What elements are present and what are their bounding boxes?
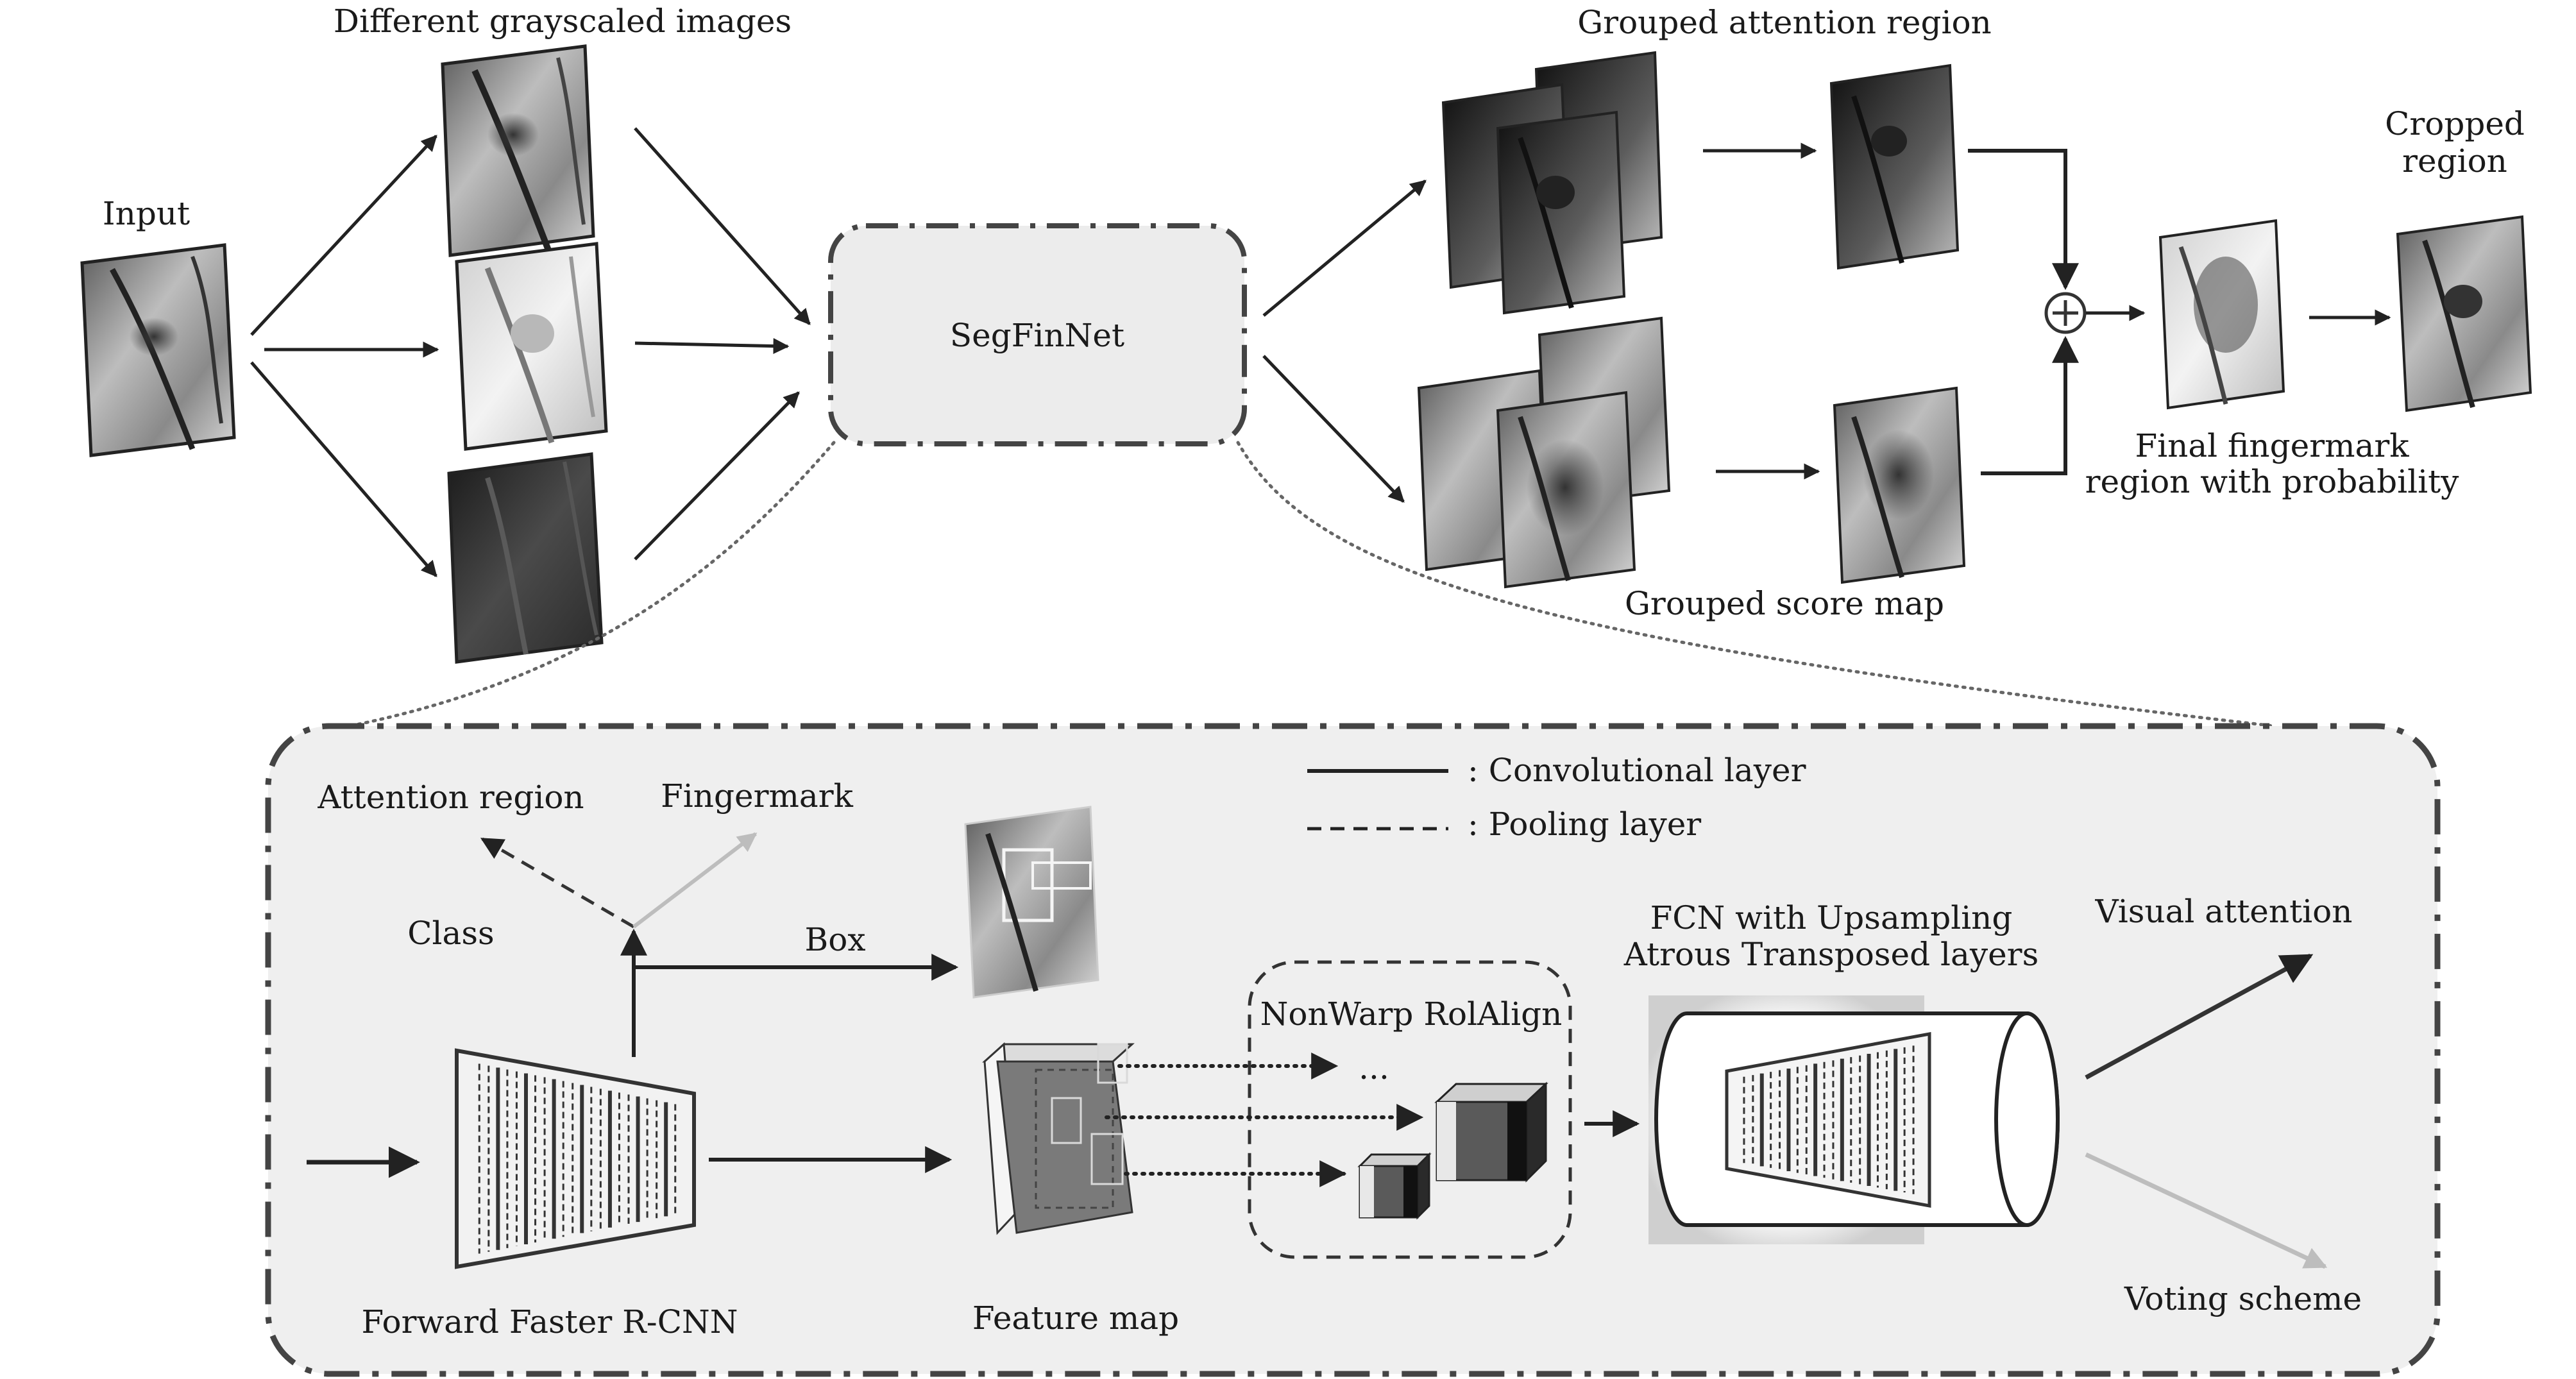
- segfinnet-box: [828, 223, 1247, 446]
- final-label-line2: region with probability: [2085, 463, 2460, 500]
- class-label: Class: [407, 915, 494, 952]
- arrow-input-to-gray3: [250, 361, 437, 577]
- attention-stack: [1441, 51, 1663, 315]
- voting-label: Voting scheme: [2124, 1280, 2362, 1317]
- arrow-to-voting: [2085, 1152, 2328, 1269]
- fcn-layers: [1743, 1045, 1915, 1194]
- grayscale-image-3: [447, 452, 604, 664]
- legend-pool-label: : Pooling layer: [1468, 806, 1701, 843]
- path-score-to-plus: [1981, 335, 2079, 475]
- faster-rcnn-layers: [478, 1063, 677, 1254]
- attention-region-label: Attention region: [317, 779, 584, 816]
- arrow-to-fingermark: [632, 832, 758, 929]
- segfinnet-label: SegFinNet: [950, 317, 1124, 354]
- fcn-cylinder: [1648, 995, 2060, 1244]
- faster-rcnn-block: [455, 1048, 696, 1269]
- feature-map: [982, 1042, 1135, 1235]
- fcn-trapezoid: [1725, 1031, 1931, 1208]
- roi-cube-large: [1434, 1081, 1548, 1183]
- roialign-box: [1248, 960, 1572, 1259]
- box-label: Box: [804, 921, 865, 958]
- score-group-label: Grouped score map: [1625, 585, 1944, 622]
- cropped-label-line2: region: [2402, 142, 2507, 180]
- legend: : Convolutional layer : Pooling layer: [1307, 752, 1806, 843]
- grayscale-image-2: [455, 242, 608, 451]
- arrow-segfinnet-to-score: [1262, 355, 1405, 503]
- fcn-label-line1: FCN with Upsampling: [1650, 899, 2013, 936]
- arrow-input-to-gray1: [250, 135, 437, 336]
- visual-attention-label: Visual attention: [2095, 893, 2353, 930]
- attention-group-label: Grouped attention region: [1577, 4, 1992, 41]
- final-region-image: [2158, 219, 2285, 410]
- roialign-ellipsis: ...: [1359, 1049, 1389, 1087]
- score-stack: [1417, 316, 1671, 589]
- feature-map-label: Feature map: [972, 1299, 1179, 1337]
- fcn-label-line2: Atrous Transposed layers: [1623, 936, 2038, 973]
- arrow-to-attention-region: [480, 837, 635, 929]
- cropped-region-image: [2396, 215, 2532, 412]
- zoom-connector-left: [348, 441, 836, 728]
- zoom-connector-right: [1236, 441, 2276, 728]
- input-label: Input: [103, 195, 190, 232]
- grayscale-image-1: [441, 44, 595, 257]
- arrow-gray3-to-segfinnet: [634, 391, 800, 561]
- roi-cube-small: [1357, 1152, 1432, 1220]
- arrow-segfinnet-to-attention: [1262, 180, 1427, 317]
- attention-single: [1829, 63, 1960, 270]
- score-single: [1833, 386, 1966, 584]
- arrow-gray2-to-segfinnet: [634, 338, 790, 355]
- faster-rcnn-label: Forward Faster R-CNN: [362, 1303, 738, 1341]
- input-image: [80, 243, 236, 457]
- legend-conv-label: : Convolutional layer: [1468, 752, 1806, 789]
- roialign-label: NonWarp RolAlign: [1260, 995, 1563, 1033]
- final-label-line1: Final fingermark: [2135, 427, 2409, 464]
- arrow-gray1-to-segfinnet: [634, 127, 811, 325]
- detail-panel: [265, 723, 2441, 1377]
- box-thumbnail: [964, 806, 1099, 999]
- path-attention-to-plus: [1968, 149, 2079, 291]
- fingermark-label: Fingermark: [661, 777, 854, 815]
- grayscale-images-label: Different grayscaled images: [334, 3, 792, 40]
- cropped-label-line1: Cropped: [2385, 105, 2525, 142]
- plus-operator: [2044, 292, 2087, 334]
- arrow-to-visual-attention: [2085, 953, 2314, 1080]
